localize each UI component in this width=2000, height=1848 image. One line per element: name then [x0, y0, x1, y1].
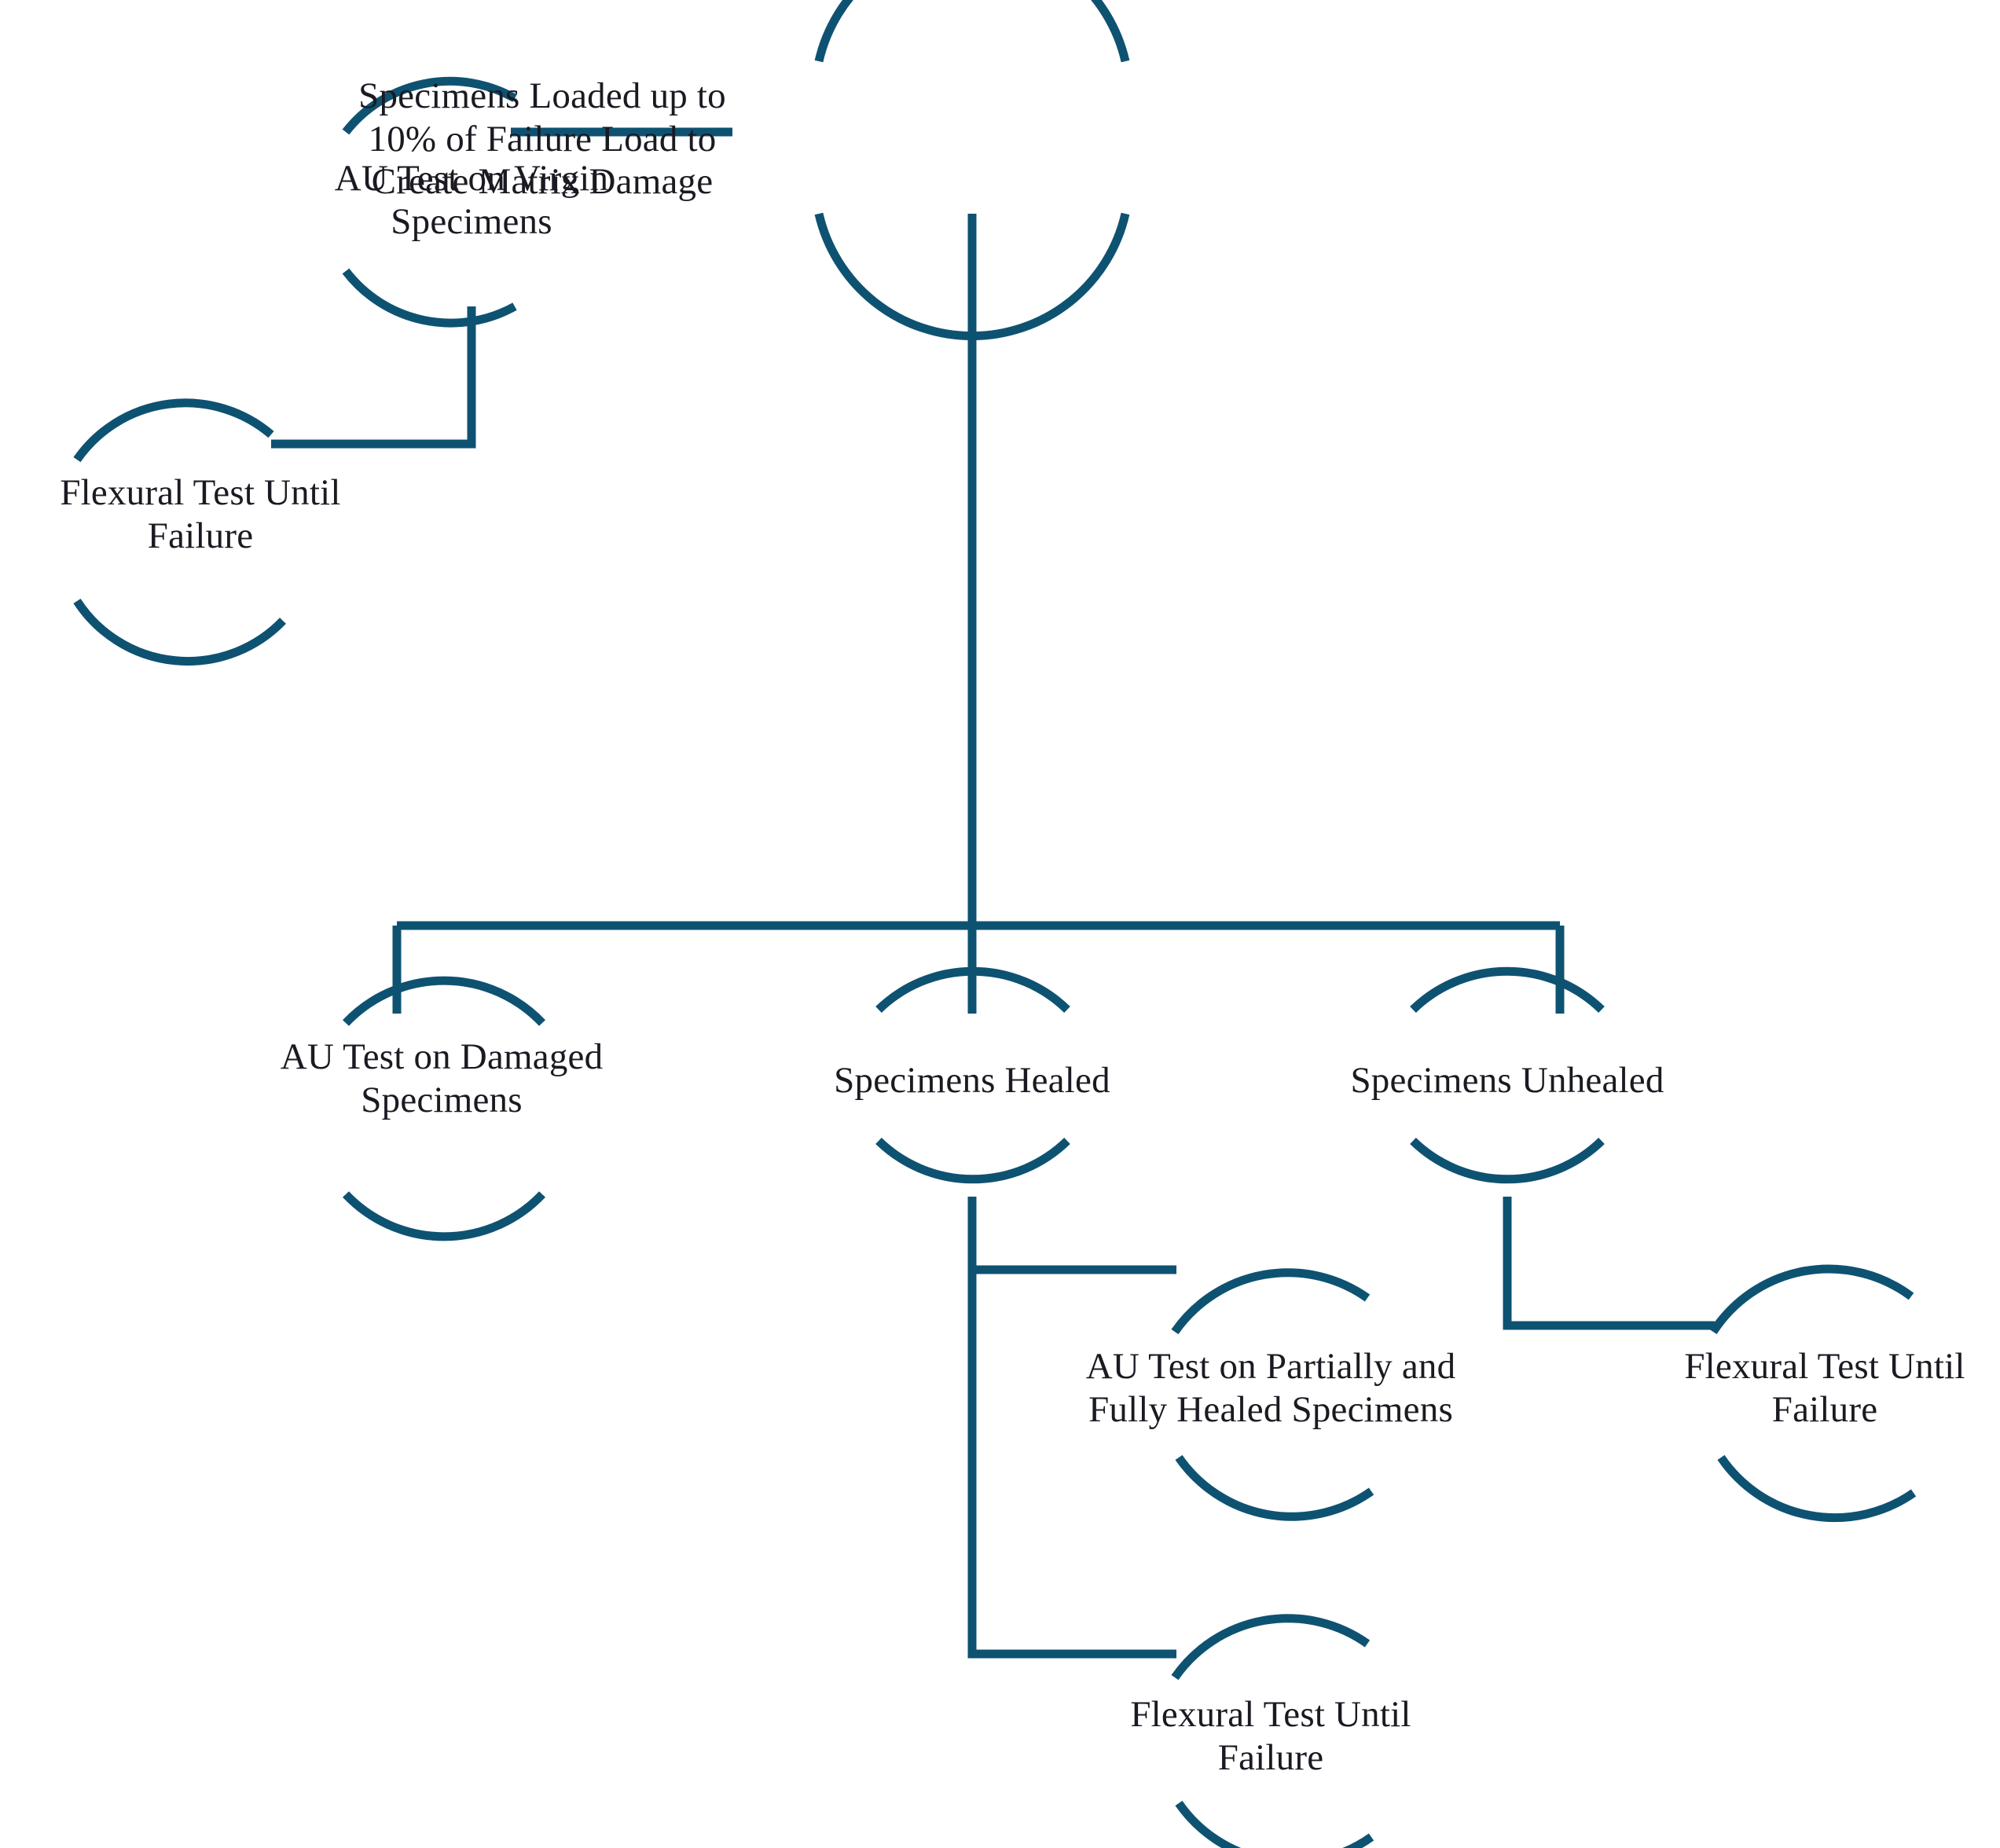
node-arc-bottom-unhealed-flexural: [1717, 1454, 1917, 1523]
node-arc-bottom-healed-flexural: [1175, 1800, 1374, 1848]
node-arc-bottom-healed: [875, 1138, 1070, 1184]
node-arc-top-unhealed-flexural: [1709, 1264, 1914, 1334]
connector-healed-to-flexural: [967, 1197, 1176, 1659]
node-arc-bottom-unhealed: [1410, 1138, 1605, 1184]
node-arc-top-virgin-au: [342, 76, 517, 135]
node-arc-top-virgin-flexural: [73, 398, 274, 463]
node-arc-top-damaged-au: [343, 976, 545, 1026]
node-arc-top-healed-flexural: [1171, 1614, 1371, 1681]
node-arc-top-unhealed: [1410, 966, 1605, 1013]
connector-virgin-to-flexural: [271, 306, 476, 449]
node-arc-top-root-load: [814, 0, 1130, 63]
node-arc-bottom-virgin-au: [342, 268, 517, 328]
node-arc-bottom-healed-au: [1175, 1454, 1374, 1521]
node-arc-top-healed-au: [1171, 1268, 1371, 1335]
connector-unhealed-to-flexural: [1503, 1197, 1715, 1330]
node-arc-bottom-virgin-flexural: [73, 599, 286, 666]
node-arc-bottom-damaged-au: [343, 1191, 545, 1241]
